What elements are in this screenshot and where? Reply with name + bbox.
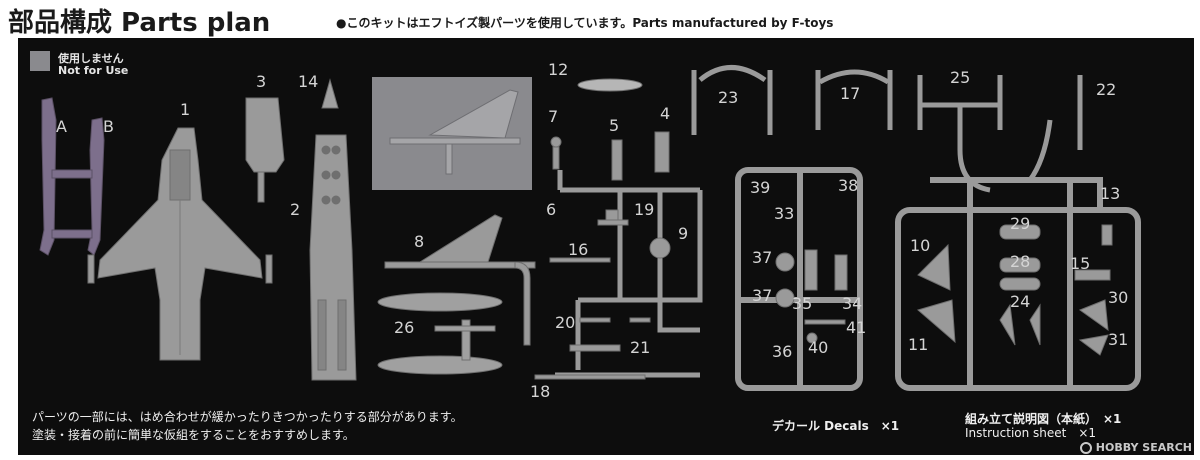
label-part-31: 31: [1108, 330, 1129, 349]
label-part-9: 9: [678, 224, 689, 243]
label-part-8: 8: [414, 232, 425, 251]
label-part-10: 10: [910, 236, 931, 255]
label-part-38: 38: [838, 176, 859, 195]
not-for-use-label-en: Not for Use: [58, 64, 129, 77]
label-part-18: 18: [530, 382, 551, 401]
page-title: 部品構成 Parts plan: [8, 8, 271, 38]
instructions-count-jp: 組み立て説明図（本紙） ×1: [965, 412, 1122, 426]
label-part-20: 20: [555, 313, 576, 332]
right-frame-parts: [916, 224, 1113, 356]
label-part-35: 35: [792, 294, 813, 313]
label-part-12: 12: [548, 60, 569, 79]
sprue-frame-weapons: [735, 167, 863, 391]
label-part-21: 21: [630, 338, 651, 357]
part-25: [917, 75, 1003, 193]
label-part-7: 7: [548, 107, 559, 126]
weapon-parts: [775, 249, 848, 344]
part-1-fuselage: [87, 127, 273, 361]
label-part-24: 24: [1010, 292, 1031, 311]
label-part-33: 33: [774, 204, 795, 223]
label-part-34: 34: [842, 294, 863, 313]
part-26-fuel-tanks: [377, 292, 503, 375]
label-part-22: 22: [1096, 80, 1117, 99]
label-part-39: 39: [750, 178, 771, 197]
watermark-text: HOBBY SEARCH: [1095, 441, 1192, 454]
hobby-search-logo-icon: [1079, 441, 1092, 454]
part-14-nose-cone: [321, 78, 339, 109]
fit-note-line-1: パーツの一部には、はめ合わせが緩かったりきつかったりする部分があります。: [32, 410, 463, 424]
label-part-25: 25: [950, 68, 971, 87]
not-for-use-label-jp: 使用しません: [58, 52, 124, 65]
label-part-40: 40: [808, 338, 829, 357]
frame-ab-not-for-use: [39, 97, 105, 256]
label-part-1: 1: [180, 100, 191, 119]
label-part-28: 28: [1010, 252, 1031, 271]
manufacturer-note: ●このキットはエフトイズ製パーツを使用しています。Parts manufactu…: [336, 16, 834, 30]
decals-count: デカール Decals ×1: [772, 419, 900, 433]
label-part-17: 17: [840, 84, 861, 103]
label-part-6: 6: [546, 200, 557, 219]
label-part-2: 2: [290, 200, 301, 219]
sprue-center: [555, 170, 703, 378]
fit-note-line-2: 塗装・接着の前に簡単な仮組をすることをおすすめします。: [32, 428, 355, 442]
label-part-5: 5: [609, 116, 620, 135]
label-part-37-upper: 37: [752, 248, 773, 267]
hobby-search-watermark: HOBBY SEARCH: [1079, 441, 1192, 454]
label-part-14: 14: [298, 72, 319, 91]
label-part-23: 23: [718, 88, 739, 107]
label-part-36: 36: [772, 342, 793, 361]
label-part-4: 4: [660, 104, 671, 123]
label-part-16: 16: [568, 240, 589, 259]
sprue-frame-right: [895, 177, 1141, 391]
label-part-a: A: [56, 117, 67, 136]
part-17-gear: [815, 69, 893, 130]
label-part-30: 30: [1108, 288, 1129, 307]
label-part-29: 29: [1010, 214, 1031, 233]
part-3: [245, 97, 285, 203]
label-part-41: 41: [846, 318, 867, 337]
label-part-26: 26: [394, 318, 415, 337]
label-part-3: 3: [256, 72, 267, 91]
label-part-19: 19: [634, 200, 655, 219]
part-22: [1027, 75, 1083, 182]
inset-tail-part: [389, 89, 521, 175]
label-part-13: 13: [1100, 184, 1121, 203]
sprue-center-parts: [534, 78, 671, 380]
instructions-count-en: Instruction sheet ×1: [965, 426, 1097, 440]
not-for-use-swatch: [30, 51, 50, 71]
part-2-fuselage-bottom: [309, 134, 357, 381]
label-part-11: 11: [908, 335, 929, 354]
label-part-15: 15: [1070, 254, 1091, 273]
part-23-gear: [691, 65, 773, 135]
part-8-tail-fin: [384, 214, 536, 346]
label-part-37-lower: 37: [752, 286, 773, 305]
label-part-b: B: [103, 117, 114, 136]
